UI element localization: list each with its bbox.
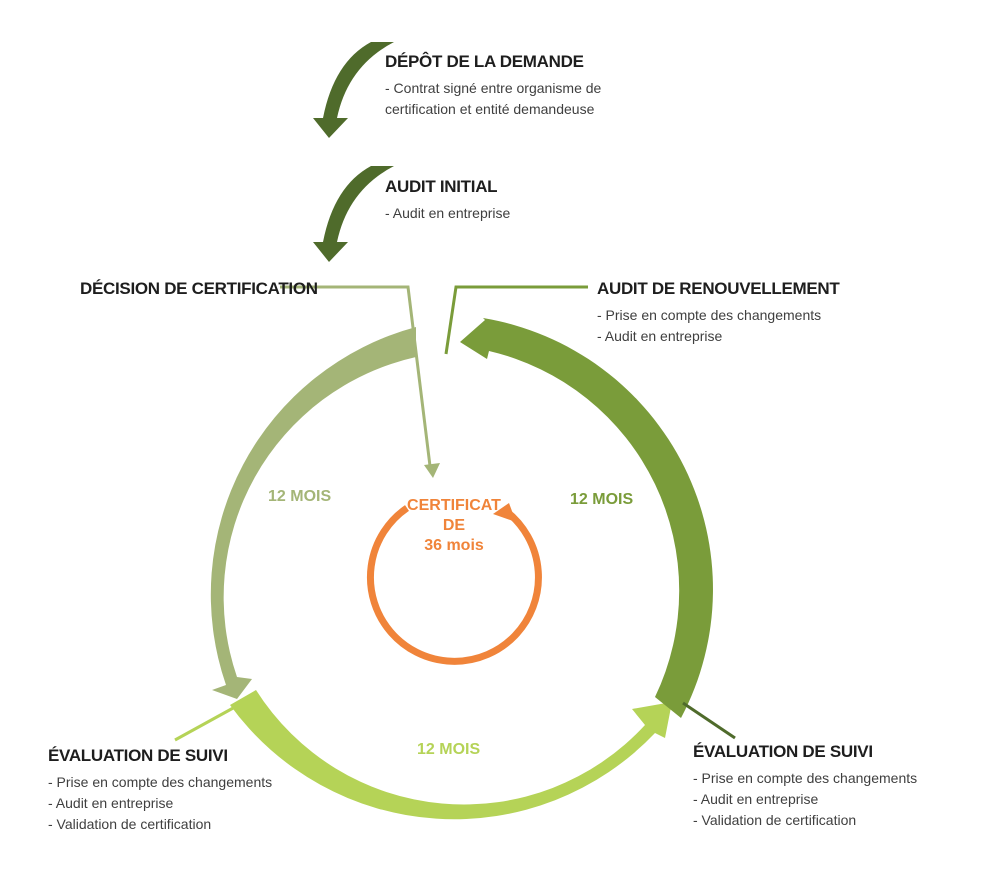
center-cycle-arc [366, 505, 542, 665]
decision-title: DÉCISION DE CERTIFICATION [80, 279, 318, 298]
suivi-left-connector-line [174, 705, 236, 742]
suivi-left-line-2: - Audit en entreprise [48, 795, 174, 811]
bottom-arc-arrow [230, 690, 672, 820]
certificate-line-2: DE [442, 517, 466, 534]
renouvellement-line-2: - Audit en entreprise [597, 328, 723, 344]
suivi-right-line-2: - Audit en entreprise [693, 791, 819, 807]
suivi-right-title: ÉVALUATION DE SUIVI [693, 742, 873, 761]
right-duration-label: 12 MOIS [570, 491, 634, 508]
suivi-left-step: ÉVALUATION DE SUIVI - Prise en compte de… [48, 746, 272, 835]
audit-initial-line-1: - Audit en entreprise [385, 205, 511, 221]
left-duration-label: 12 MOIS [268, 488, 332, 505]
suivi-right-line-3: - Validation de certification [693, 812, 857, 828]
right-arc-arrow [460, 318, 713, 718]
depot-arrow [313, 42, 394, 138]
depot-step: DÉPÔT DE LA DEMANDE - Contrat signé entr… [385, 52, 601, 120]
certificate-line-1: CERTIFICAT [407, 497, 501, 514]
depot-title: DÉPÔT DE LA DEMANDE [385, 52, 584, 71]
suivi-left-line-3: - Validation de certification [48, 816, 212, 832]
decision-step: DÉCISION DE CERTIFICATION [80, 279, 318, 305]
suivi-right-step: ÉVALUATION DE SUIVI - Prise en compte de… [693, 742, 917, 831]
renouvellement-step: AUDIT DE RENOUVELLEMENT - Prise en compt… [597, 279, 840, 347]
left-arc-arrow [210, 327, 416, 699]
audit-initial-step: AUDIT INITIAL - Audit en entreprise [385, 177, 510, 224]
certificate-duration-label: CERTIFICAT DE 36 mois [395, 496, 513, 556]
certificate-line-3: 36 mois [424, 537, 484, 554]
audit-initial-title: AUDIT INITIAL [385, 177, 498, 196]
renouvellement-title: AUDIT DE RENOUVELLEMENT [597, 279, 840, 298]
bottom-duration-label: 12 MOIS [417, 741, 481, 758]
depot-line-2: certification et entité demandeuse [385, 101, 595, 117]
renouvellement-connector-line [444, 285, 588, 355]
suivi-right-line-1: - Prise en compte des changements [693, 770, 918, 786]
suivi-right-connector-line [682, 701, 736, 740]
suivi-left-title: ÉVALUATION DE SUIVI [48, 746, 228, 765]
depot-line-1: - Contrat signé entre organisme de [385, 80, 602, 96]
renouvellement-line-1: - Prise en compte des changements [597, 307, 822, 323]
decision-connector-line [280, 285, 432, 467]
audit-initial-arrow [313, 166, 394, 262]
decision-connector-arrowhead [424, 463, 440, 478]
suivi-left-line-1: - Prise en compte des changements [48, 774, 273, 790]
center-cycle-arrowhead [493, 503, 516, 522]
